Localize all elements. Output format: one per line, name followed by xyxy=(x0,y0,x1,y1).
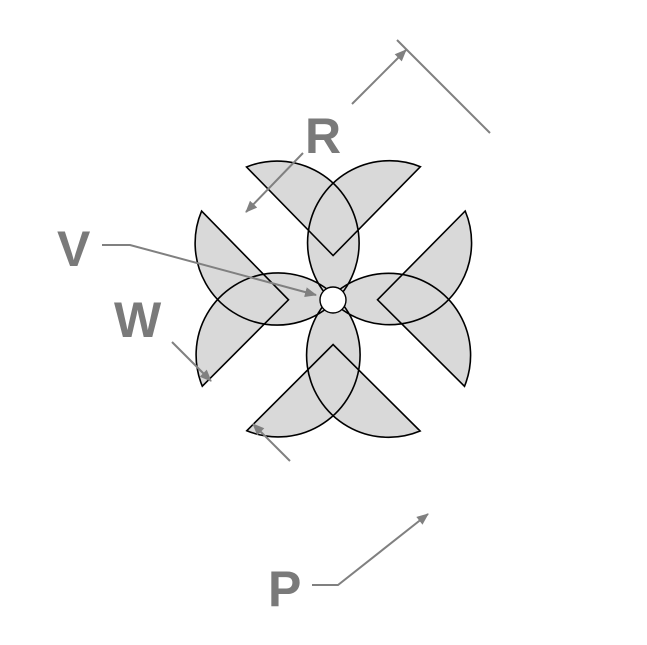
w-arrow-upper xyxy=(171,341,212,382)
label-p: P xyxy=(268,561,301,617)
r-dimension-arrow-lower xyxy=(245,152,304,213)
v-leader-line xyxy=(102,244,317,297)
label-v: V xyxy=(57,221,91,277)
label-w: W xyxy=(114,292,162,348)
r-extension-line xyxy=(396,39,491,134)
w-arrow-lower xyxy=(252,423,291,462)
via-hole xyxy=(319,286,347,314)
label-r: R xyxy=(305,108,341,164)
r-dimension-arrow-upper xyxy=(351,49,407,105)
p-leader-line xyxy=(312,513,429,586)
